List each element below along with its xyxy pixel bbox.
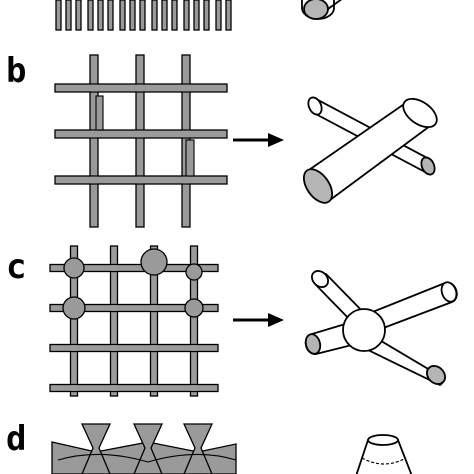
lattice-strut (135, 54, 145, 228)
lattice-node (151, 385, 157, 391)
panel-label-b: b (6, 51, 26, 91)
lattice-node (142, 250, 166, 274)
lattice-strut (49, 263, 219, 273)
lattice-node (182, 84, 190, 92)
lattice-node (90, 84, 98, 92)
panel-b-arrow (233, 133, 284, 147)
lattice-strut (129, 0, 136, 31)
lattice-node (111, 345, 117, 351)
lattice-node (64, 298, 84, 318)
lattice-strut (183, 0, 190, 31)
lattice-node (151, 305, 157, 311)
lattice-strut (75, 0, 82, 31)
lattice-node (90, 130, 98, 138)
panel-d-hourglass-lattice (51, 423, 237, 474)
panel-label-c: c (6, 247, 26, 287)
lattice-node (71, 345, 77, 351)
panel-c-arrow (233, 313, 284, 327)
lattice-strut (139, 0, 146, 31)
lattice-strut (119, 0, 126, 31)
lattice-node (182, 423, 214, 474)
lattice-node (191, 385, 197, 391)
lattice-node (187, 265, 201, 279)
lattice-node (182, 130, 190, 138)
lattice-node (111, 265, 117, 271)
lattice-strut (171, 0, 178, 31)
lattice-strut (49, 383, 219, 393)
lattice-node (65, 259, 83, 277)
lattice-strut (149, 245, 159, 397)
lattice-strut (185, 139, 195, 177)
panel-a-cropped-lattice (55, 0, 232, 31)
lattice-node (71, 385, 77, 391)
panel-c-node-with-struts-icon (304, 270, 458, 387)
lattice-strut (161, 0, 168, 31)
lattice-strut (49, 343, 219, 353)
lattice-node (90, 176, 98, 184)
lattice-node (132, 423, 164, 474)
lattice-node (136, 84, 144, 92)
lattice-strut (55, 0, 62, 31)
lattice-node (191, 345, 197, 351)
lattice-strut (87, 0, 94, 31)
lattice-strut (189, 245, 199, 397)
panel-a-cropped-cylinder-icon (301, 0, 342, 20)
lattice-node (136, 130, 144, 138)
lattice-strut (215, 0, 222, 31)
panel-b-square-lattice (54, 54, 228, 228)
lattice-node (111, 385, 117, 391)
lattice-node (80, 423, 112, 474)
lattice-strut (109, 245, 119, 397)
lattice-strut (95, 95, 104, 131)
lattice-strut (89, 54, 99, 228)
panel-b-crossed-cylinders-icon (302, 96, 438, 204)
lattice-strut (203, 0, 210, 31)
lattice-strut (225, 0, 232, 31)
lattice-strut (49, 303, 219, 313)
lattice-strut (107, 0, 114, 31)
lattice-strut (193, 0, 200, 31)
lattice-node (136, 176, 144, 184)
lattice-strut (57, 453, 237, 463)
lattice-node (111, 305, 117, 311)
panel-d-truncated-cone-icon (355, 434, 413, 474)
panel-label-d: d (6, 419, 26, 459)
lattice-strut (97, 0, 104, 31)
lattice-node (186, 300, 202, 316)
lattice-node (182, 176, 190, 184)
lattice-strut (69, 245, 79, 397)
lattice-strut (151, 0, 158, 31)
lattice-node (151, 345, 157, 351)
lattice-strut (65, 0, 72, 31)
panel-c-node-lattice (49, 245, 219, 397)
